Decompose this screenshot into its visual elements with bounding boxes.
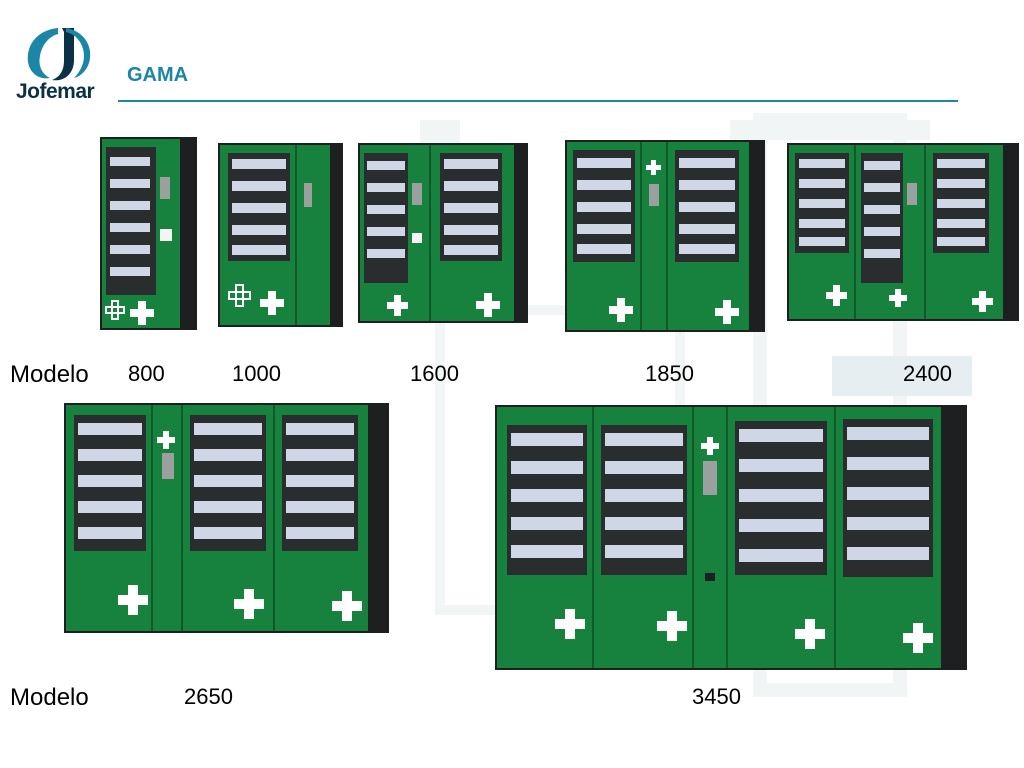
vending-machine-800 [100,137,197,330]
brand-name: Jofemar [16,80,95,103]
label-highlight [832,356,972,396]
model-label-800: 800 [128,361,165,386]
model-label-1000: 1000 [232,361,281,386]
vending-machine-1850 [565,140,765,332]
title-underline [118,100,958,102]
model-label-2400: 2400 [903,361,952,386]
jofemar-logo-icon [27,28,91,81]
model-label-1850: 1850 [645,361,694,386]
model-label-3450: 3450 [692,684,741,709]
row1-caption: Modelo [10,361,89,388]
model-label-1600: 1600 [410,361,459,386]
vending-machine-3450 [495,405,967,670]
model-label-2650: 2650 [184,684,233,709]
vending-machine-1600 [358,143,528,323]
row2-caption: Modelo [10,684,89,711]
vending-machine-1000 [218,143,343,327]
vending-machine-2400 [787,143,1019,321]
vending-machine-2650 [64,403,389,633]
page-title: GAMA [127,64,189,86]
